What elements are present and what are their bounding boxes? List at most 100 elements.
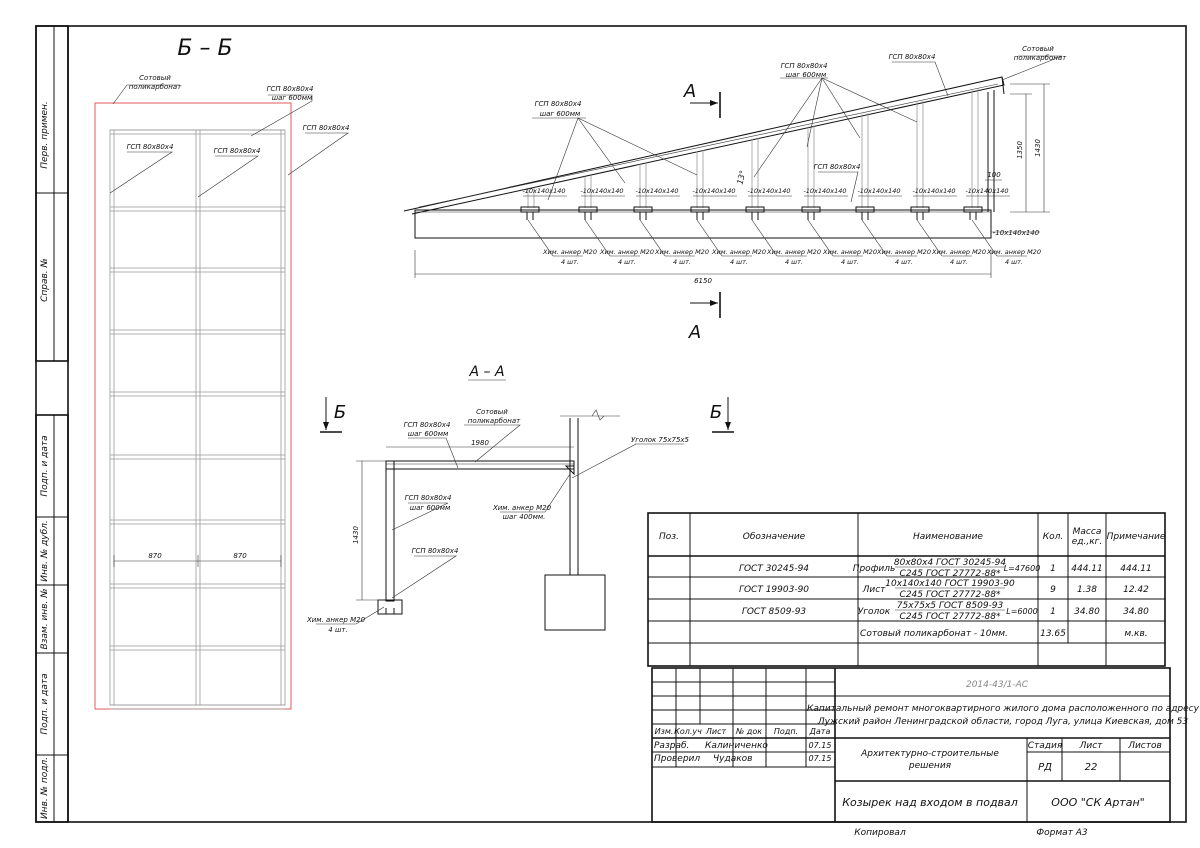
anchor-label: Хим. анкер М20 xyxy=(711,248,766,256)
anchor-label: 4 шт. xyxy=(1005,258,1023,266)
callout-text: ГСП 80х80х4 xyxy=(781,62,828,70)
table-cell: L=47600 xyxy=(1004,564,1041,573)
anchor-label: 4 шт. xyxy=(730,258,748,266)
callout-text: поликарбонат xyxy=(129,83,182,91)
table-cell: Лист xyxy=(862,585,887,595)
table-header: Наименование xyxy=(913,532,983,542)
plate-label: -10х140х140 xyxy=(965,187,1008,195)
side-stamp-label: Перв. примен. xyxy=(40,101,50,169)
dimension-label: 870 xyxy=(233,552,247,560)
date: 07.15 xyxy=(809,741,832,750)
drawing-name: Козырек над входом в подвал xyxy=(842,796,1018,809)
callout-text: 4 шт. xyxy=(328,626,347,634)
callout-text: -10х140х140 xyxy=(993,229,1040,237)
table-cell: 9 xyxy=(1050,585,1056,595)
section-cut-label: Б xyxy=(334,402,346,423)
anchor-label: 4 шт. xyxy=(895,258,913,266)
anchor-label: 4 шт. xyxy=(841,258,859,266)
leader-line xyxy=(109,151,173,194)
plate-label: -10х140х140 xyxy=(692,187,735,195)
table-cell: 1 xyxy=(1050,564,1056,574)
leader-line xyxy=(197,155,259,198)
role-label: Разраб. xyxy=(654,741,689,751)
side-stamp-label: Подп. и дата xyxy=(40,435,50,496)
role-label: Проверил xyxy=(654,754,700,764)
dimension-label: 1430 xyxy=(1034,139,1042,157)
callout-text: ГСП 80х80х4 xyxy=(127,143,174,151)
elevation-view: -10х140х140 -10х140х140 -10х140х140 -10х140… xyxy=(403,45,1067,343)
plate-label: -10х140х140 xyxy=(635,187,678,195)
project-code: 2014-43/1-АС xyxy=(966,680,1029,690)
base-plate xyxy=(377,599,403,615)
callout-text: Сотовый xyxy=(139,74,171,82)
table-cell: 444.11 xyxy=(1071,564,1103,574)
person-name: Калиниченко xyxy=(705,741,768,751)
plate-label: -10х140х140 xyxy=(857,187,900,195)
table-header: Примечание xyxy=(1107,532,1166,542)
callout-text: Сотовый xyxy=(476,408,508,416)
polycarbonate-outline xyxy=(94,102,292,710)
dimension-label: 1350 xyxy=(1016,141,1024,159)
section-cut-label: А xyxy=(683,81,696,102)
table-cell: L=6000 xyxy=(1006,607,1038,616)
base-plates: -10х140х140 -10х140х140 -10х140х140 -10х140… xyxy=(520,187,1010,220)
side-stamp-label: Взам. инв. № xyxy=(40,588,50,649)
table-cell: ГОСТ 30245-94 xyxy=(739,564,809,574)
callout-text: поликарбонат xyxy=(468,417,521,425)
plate-label: -10х140х140 xyxy=(912,187,955,195)
callout-text: шаг 400мм. xyxy=(503,513,546,521)
roof-slope xyxy=(403,76,1005,215)
stage-label: Стадия xyxy=(1028,741,1063,751)
table-cell: 12.42 xyxy=(1123,585,1149,595)
project-description: Капитальный ремонт многоквартирного жило… xyxy=(807,704,1200,714)
dimension-label: 1980 xyxy=(471,439,489,447)
date: 07.15 xyxy=(809,754,832,763)
table-cell: ГОСТ 8509-93 xyxy=(742,607,807,617)
table-cell: 75х75х5 ГОСТ 8509-93 xyxy=(897,601,1004,611)
side-stamp-label: Инв. № подл. xyxy=(40,757,50,819)
callout-text: Хим. анкер М20 xyxy=(492,504,552,512)
side-stamp-label: Инв. № дубл. xyxy=(40,520,50,582)
callout-text: Уголок 75х75х5 xyxy=(631,436,690,444)
column-header: № док xyxy=(735,727,762,736)
callout-text: Хим. анкер М20 xyxy=(306,616,366,624)
spec-table: Поз. Обозначение Наименование Кол. Масса… xyxy=(647,512,1166,667)
angle-label: 13° xyxy=(736,170,748,186)
column-header: Кол.уч xyxy=(674,727,702,736)
column-header: Подп. xyxy=(774,727,798,736)
table-cell: 444.11 xyxy=(1120,564,1152,574)
outer-frame xyxy=(35,25,1187,823)
callout-text: ГСП 80х80х4 xyxy=(889,53,936,61)
anchor-label: 4 шт. xyxy=(785,258,803,266)
anchor-label: Хим. анкер М20 xyxy=(599,248,654,256)
table-cell: м.кв. xyxy=(1124,629,1147,639)
plate-label: -10х140х140 xyxy=(747,187,790,195)
callout-text: ГСП 80х80х4 xyxy=(405,494,452,502)
table-cell: Уголок xyxy=(858,607,891,617)
leader-line xyxy=(112,84,180,105)
format-label: Формат А3 xyxy=(1036,828,1088,838)
table-cell: 13.65 xyxy=(1040,629,1066,639)
table-cell: Профиль xyxy=(853,564,896,574)
anchor-label: 4 шт. xyxy=(950,258,968,266)
section-aa-title: А – А xyxy=(468,364,504,380)
table-cell: С245 ГОСТ 27772-88* xyxy=(900,612,1001,622)
column-header: Дата xyxy=(809,727,831,736)
anchor-label: 4 шт. xyxy=(673,258,691,266)
callout-text: ГСП 80х80х4 xyxy=(412,547,459,555)
project-description: Лужский район Ленинградской области, гор… xyxy=(817,717,1189,727)
base-beam xyxy=(414,209,992,239)
callout-text: шаг 600мм xyxy=(272,94,313,102)
section-name: Архитектурно-строительные xyxy=(860,749,999,759)
table-header: Обозначение xyxy=(743,532,806,542)
table-cell: С245 ГОСТ 27772-88* xyxy=(900,569,1001,579)
table-cell: 34.80 xyxy=(1074,607,1100,617)
stage-value: РД xyxy=(1038,762,1052,773)
callout-text: ГСП 80х80х4 xyxy=(404,421,451,429)
sheets-label: Листов xyxy=(1127,741,1162,751)
leader-line xyxy=(250,94,313,137)
side-stamp: Перв. примен. Справ. № Подп. и дата Инв.… xyxy=(35,25,69,823)
table-cell: 1.38 xyxy=(1077,585,1097,595)
roof-posts xyxy=(527,88,979,208)
